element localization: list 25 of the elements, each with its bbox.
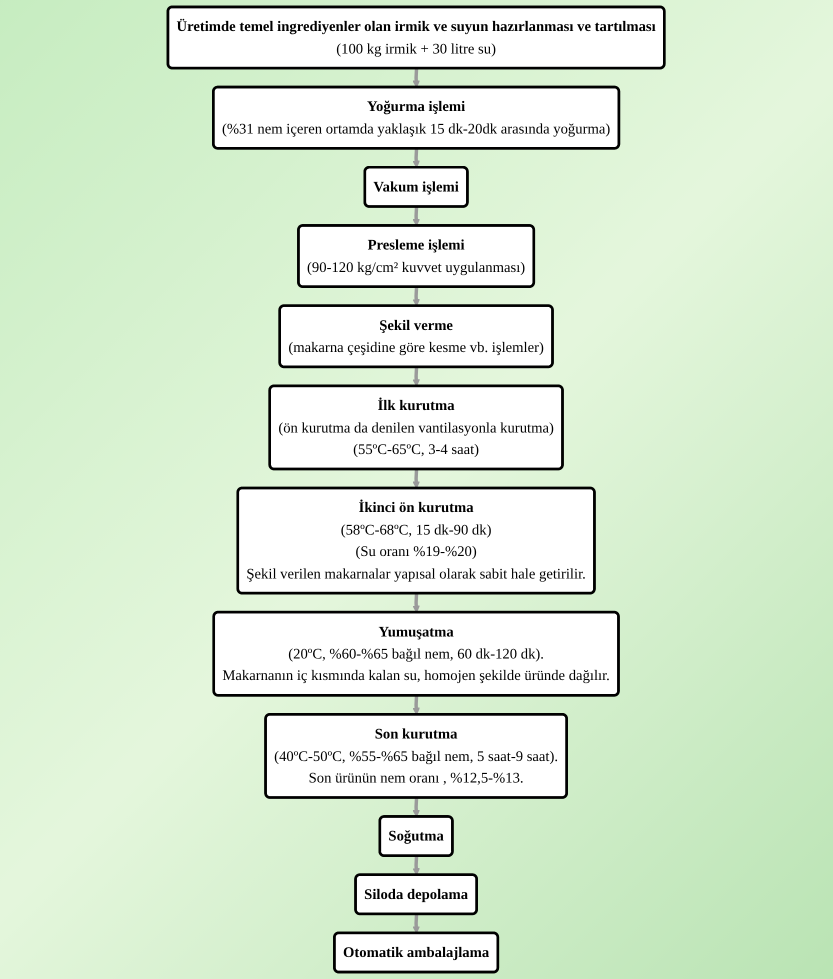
step-description: (58ºC-68ºC, 15 dk-90 dk) bbox=[341, 521, 492, 538]
step-title: Yumuşatma bbox=[378, 623, 454, 640]
step-description: (makarna çeşidine göre kesme vb. işlemler) bbox=[288, 338, 544, 356]
step-title: Otomatik ambalajlama bbox=[343, 944, 490, 960]
step-title: İlk kurutma bbox=[378, 397, 455, 414]
step-description: (40ºC-50ºC, %55-%65 bağıl nem, 5 saat-9 saat). bbox=[274, 748, 558, 764]
step-title: Yoğurma işlemi bbox=[367, 98, 466, 115]
step-description: Makarnanın iç kısmında kalan su, homojen şekilde üründe dağılır. bbox=[222, 667, 610, 684]
step-title: Siloda depolama bbox=[364, 886, 468, 902]
step-title: Şekil verme bbox=[380, 316, 454, 334]
step-description: (20ºC, %60-%65 bağıl nem, 60 dk-120 dk). bbox=[288, 645, 544, 662]
step-title: Vakum işlemi bbox=[374, 178, 460, 195]
step-description: (90-120 kg/cm² kuvvet uygulanması) bbox=[307, 258, 526, 276]
step-title: Presleme işlemi bbox=[368, 236, 465, 254]
step-description: (%31 nem içeren ortamda yaklaşık 15 dk-20dk arasında yoğurma) bbox=[222, 120, 611, 137]
step-title: Son kurutma bbox=[375, 726, 458, 742]
step-title: İkinci ön kurutma bbox=[359, 499, 474, 516]
step-title: Üretimde temel ingrediyenler olan irmik ve suyun hazırlanması ve tartılması bbox=[176, 18, 656, 34]
step-description: (100 kg irmik + 30 litre su) bbox=[336, 40, 496, 56]
step-description: (ön kurutma da denilen vantilasyonla kurutma) bbox=[278, 419, 554, 436]
step-description: Şekil verilen makarnalar yapısal olarak sabit hale getirilir. bbox=[246, 565, 586, 582]
step-description: (Su oranı %19-%20) bbox=[356, 543, 478, 560]
step-description: Son ürünün nem oranı , %12,5-%13. bbox=[309, 769, 524, 786]
step-title: Soğutma bbox=[388, 828, 444, 844]
step-description: (55ºC-65ºC, 3-4 saat) bbox=[354, 441, 480, 458]
